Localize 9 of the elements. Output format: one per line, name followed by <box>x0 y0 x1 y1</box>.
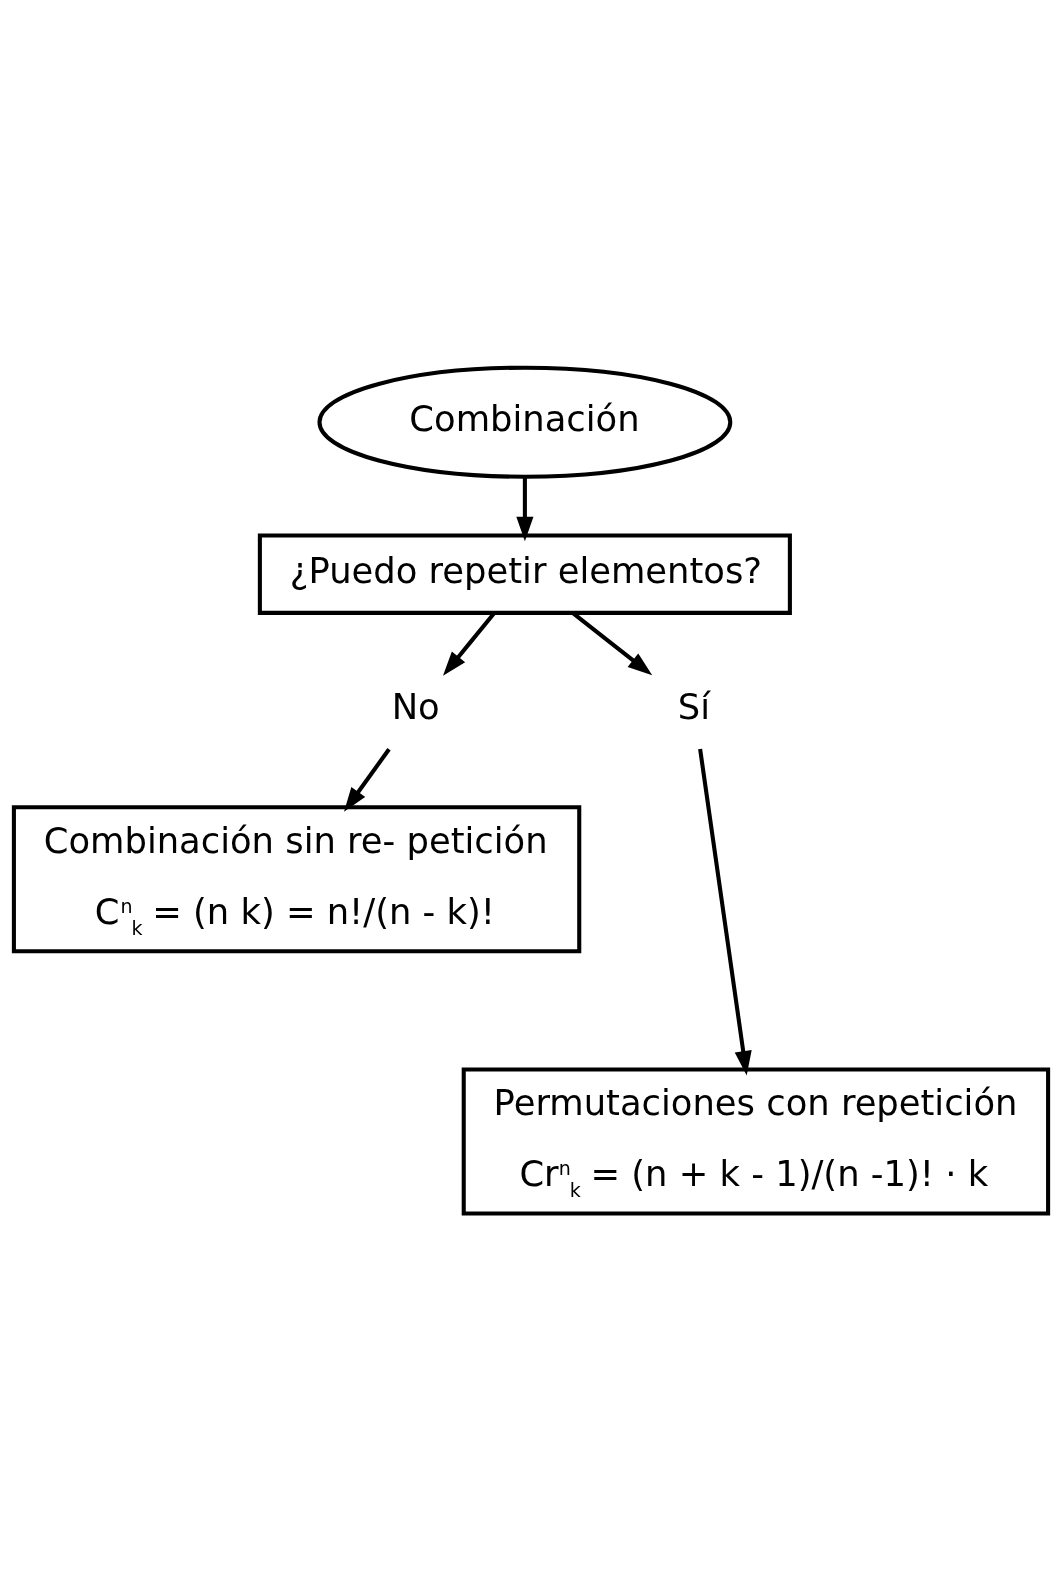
node-ellipse: Combinación <box>317 365 733 479</box>
node-box: Permutaciones con repetición Cr$^{n}$$_{k}$ = (n + k - 1)/(n -1)! · k <box>461 1067 1051 1216</box>
node-text: Sí <box>677 685 711 727</box>
arrow <box>516 477 534 542</box>
arrow <box>344 748 391 812</box>
node-box: ¿Puedo repetir elementos? <box>257 533 792 615</box>
node-text: No <box>391 685 440 727</box>
arrow <box>698 748 752 1076</box>
node-box: Combinación sin re- petición C$^{n}$$_{k}$ = (n k) = n!/(n - k)! <box>11 805 582 954</box>
